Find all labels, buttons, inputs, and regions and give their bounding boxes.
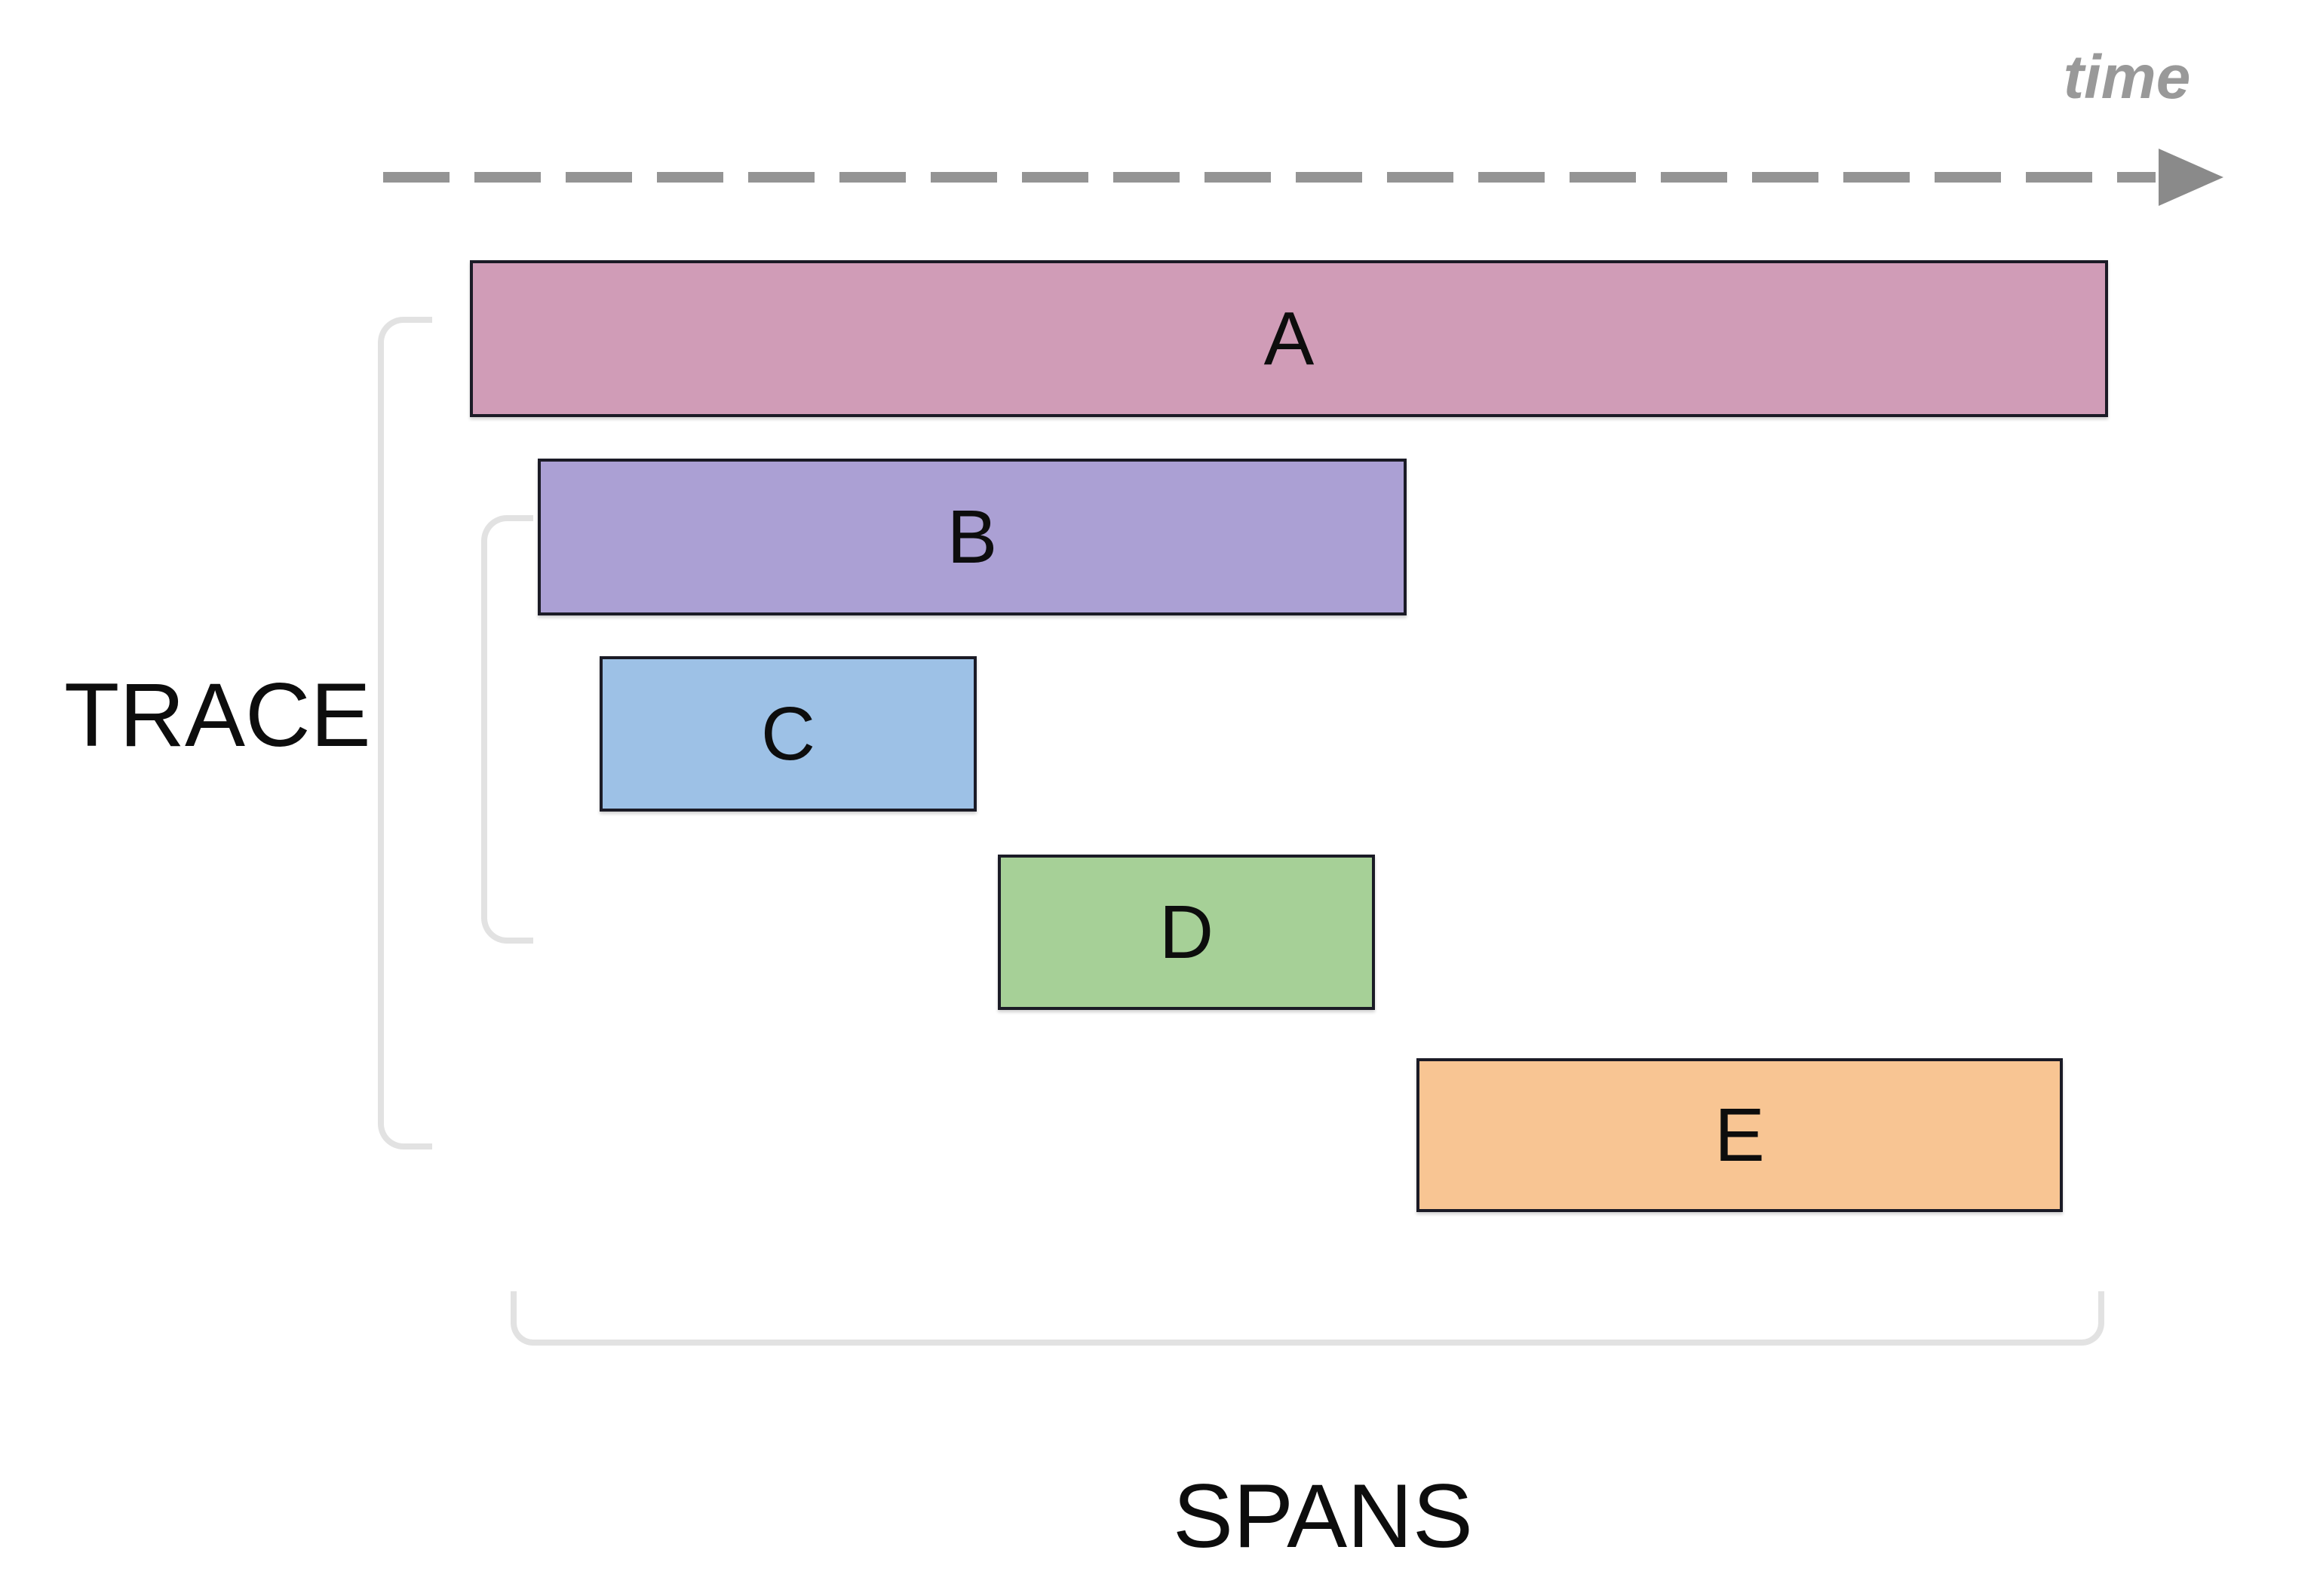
span-bar-c: C <box>600 656 977 812</box>
span-bar-e: E <box>1416 1058 2063 1212</box>
span-bar-d: D <box>998 855 1375 1010</box>
arrow-right-icon <box>2159 149 2223 206</box>
trace-label: TRACE <box>64 664 371 766</box>
span-bar-b: B <box>538 459 1407 615</box>
spans-label: SPANS <box>1173 1466 1473 1567</box>
time-axis-label: time <box>2063 43 2191 112</box>
span-bar-a: A <box>470 260 2108 417</box>
span-label: E <box>1714 1093 1765 1177</box>
spans-group-bracket <box>511 1291 2104 1346</box>
child-spans-bracket <box>481 515 533 944</box>
span-label: C <box>760 692 816 776</box>
span-label: A <box>1263 296 1315 381</box>
span-label: B <box>947 495 998 579</box>
trace-group-bracket <box>378 317 432 1149</box>
span-label: D <box>1158 890 1214 974</box>
time-axis-dashed-line <box>383 172 2156 183</box>
